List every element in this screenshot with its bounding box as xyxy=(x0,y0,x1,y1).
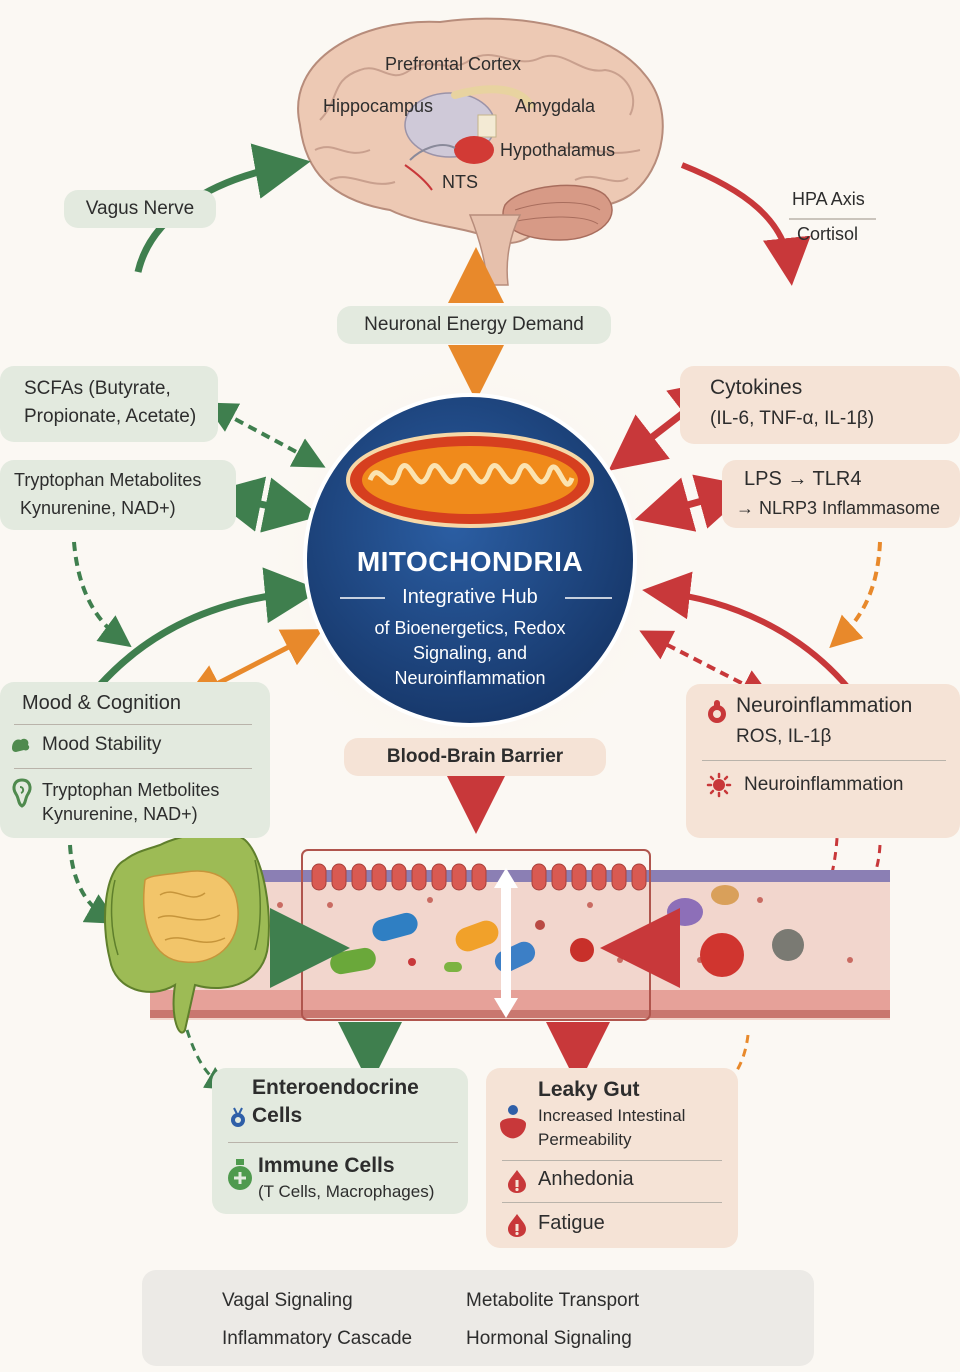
cytokines-box[interactable]: Cytokines (IL-6, TNF-α, IL-1β) xyxy=(680,366,960,444)
cytokines-title: Cytokines xyxy=(710,376,803,399)
vagus-nerve-pill[interactable]: Vagus Nerve xyxy=(64,190,216,228)
lps-line-2: → NLRP3 Inflammasome xyxy=(736,498,941,518)
tryptophan-line-1: Tryptophan Metabolites xyxy=(14,470,202,490)
mood-divider-1 xyxy=(14,724,252,725)
hub-subtitle: Integrative Hub xyxy=(402,586,538,608)
leaky-divider-1 xyxy=(502,1160,722,1161)
enteroendocrine-line-2: Cells xyxy=(252,1104,303,1127)
neuroinflammation-box[interactable]: Neuroinflammation ROS, IL-1β Neuroinflam… xyxy=(686,684,960,838)
lps-neuro-arrow xyxy=(829,541,882,649)
hippocampus-label: Hippocampus xyxy=(323,96,434,116)
neuronal-energy-pill[interactable]: Neuronal Energy Demand xyxy=(337,306,611,344)
brain-illustration xyxy=(297,17,664,286)
hub-line-3: Neuroinflammation xyxy=(394,668,546,688)
leaky-gut-line-1: Increased Intestinal xyxy=(538,1106,686,1125)
left-gut-arrow xyxy=(68,844,119,924)
fatigue-label: Fatigue xyxy=(538,1212,605,1234)
mood-cognition-title: Mood & Cognition xyxy=(22,692,181,714)
entero-divider xyxy=(228,1142,458,1143)
legend-inflammatory-label: Inflammatory Cascade xyxy=(222,1328,413,1349)
neuro-divider xyxy=(702,760,946,761)
fatigue-drop-icon xyxy=(506,1212,528,1238)
immune-shield-icon xyxy=(226,1158,254,1192)
tryptophan-line-2: Kynurenine, NAD+) xyxy=(20,498,176,518)
legend-vagal-label: Vagal Signaling xyxy=(222,1290,353,1311)
tryptophan-arrow xyxy=(205,476,321,533)
mood-to-hub-arrow xyxy=(97,567,321,688)
cell-icon xyxy=(228,1106,248,1128)
tryptophan-box[interactable]: Tryptophan Metabolites Kynurenine, NAD+) xyxy=(0,460,236,530)
prefrontal-cortex-label: Prefrontal Cortex xyxy=(385,54,522,74)
scfa-arrow xyxy=(204,402,326,468)
leaky-gut-icon xyxy=(496,1102,530,1142)
anhedonia-drop-icon xyxy=(506,1168,528,1194)
scfa-box[interactable]: SCFAs (Butyrate, Propionate, Acetate) xyxy=(0,366,218,442)
scfa-line-1: SCFAs (Butyrate, xyxy=(24,378,171,399)
cortisol-label: Cortisol xyxy=(797,224,859,244)
mood-stability-label: Mood Stability xyxy=(42,734,162,755)
mitochondrion-icon xyxy=(346,432,594,528)
lps-box[interactable]: LPS → TLR4 → NLRP3 Inflammasome xyxy=(722,460,960,528)
nts-label: NTS xyxy=(442,172,478,192)
legend-box xyxy=(142,1270,814,1366)
mood-tryptophan-line-1: Tryptophan Metbolites xyxy=(42,780,220,800)
neuroinflammation-sub: ROS, IL-1β xyxy=(736,726,832,747)
lps-arrow xyxy=(634,474,754,532)
cytokines-list: (IL-6, TNF-α, IL-1β) xyxy=(710,408,875,429)
hub-line-2: Signaling, and xyxy=(412,643,528,663)
mood-tryptophan-line-2: Kynurenine, NAD+) xyxy=(42,804,198,824)
hub-title: MITOCHONDRIA xyxy=(356,546,584,577)
brain-icon xyxy=(10,734,32,754)
neuro-to-hub-arrow xyxy=(642,571,853,692)
amygdala-label: Amygdala xyxy=(515,96,596,116)
leaky-gut-title: Leaky Gut xyxy=(538,1078,640,1101)
inflammation-drop-icon xyxy=(706,698,728,724)
legend-metabolite-label: Metabolite Transport xyxy=(466,1290,640,1311)
leaky-gut-box[interactable]: Leaky Gut Increased Intestinal Permeabil… xyxy=(486,1068,738,1248)
immune-cells-title: Immune Cells xyxy=(258,1154,395,1177)
hub-line-1: of Bioenergetics, Redox xyxy=(374,618,566,638)
hypothalamus-label: Hypothalamus xyxy=(500,140,616,160)
neuroinflammation-title: Neuroinflammation xyxy=(736,694,913,717)
lps-line-1: LPS → TLR4 xyxy=(744,468,862,490)
neuro-dashed-arrow xyxy=(639,630,773,700)
tryptophan-mood-arrow xyxy=(72,541,132,648)
enteroendocrine-immune-box[interactable]: Enteroendocrine Cells Immune Cells (T Ce… xyxy=(212,1068,468,1214)
legend-hormonal-label: Hormonal Signaling xyxy=(466,1328,632,1349)
gut-wall-illustration xyxy=(150,849,890,1021)
blood-brain-barrier-pill[interactable]: Blood-Brain Barrier xyxy=(344,738,606,776)
enteroendocrine-line-1: Enteroendocrine xyxy=(252,1076,419,1099)
neuroinflammation-item: Neuroinflammation xyxy=(744,774,904,795)
gut-icon xyxy=(10,778,34,808)
mood-cognition-box[interactable]: Mood & Cognition Mood Stability Tryptoph… xyxy=(0,682,270,838)
mood-divider-2 xyxy=(14,768,252,769)
anhedonia-label: Anhedonia xyxy=(538,1168,634,1190)
virus-icon xyxy=(706,772,732,798)
leaky-divider-2 xyxy=(502,1202,722,1203)
mood-orange-arrow xyxy=(182,629,324,702)
scfa-line-2: Propionate, Acetate) xyxy=(24,406,197,427)
leaky-gut-line-2: Permeability xyxy=(538,1130,632,1149)
hpa-axis-label: HPA Axis xyxy=(792,189,865,209)
hpa-arrow xyxy=(680,162,811,286)
immune-cells-sub: (T Cells, Macrophages) xyxy=(258,1182,435,1201)
